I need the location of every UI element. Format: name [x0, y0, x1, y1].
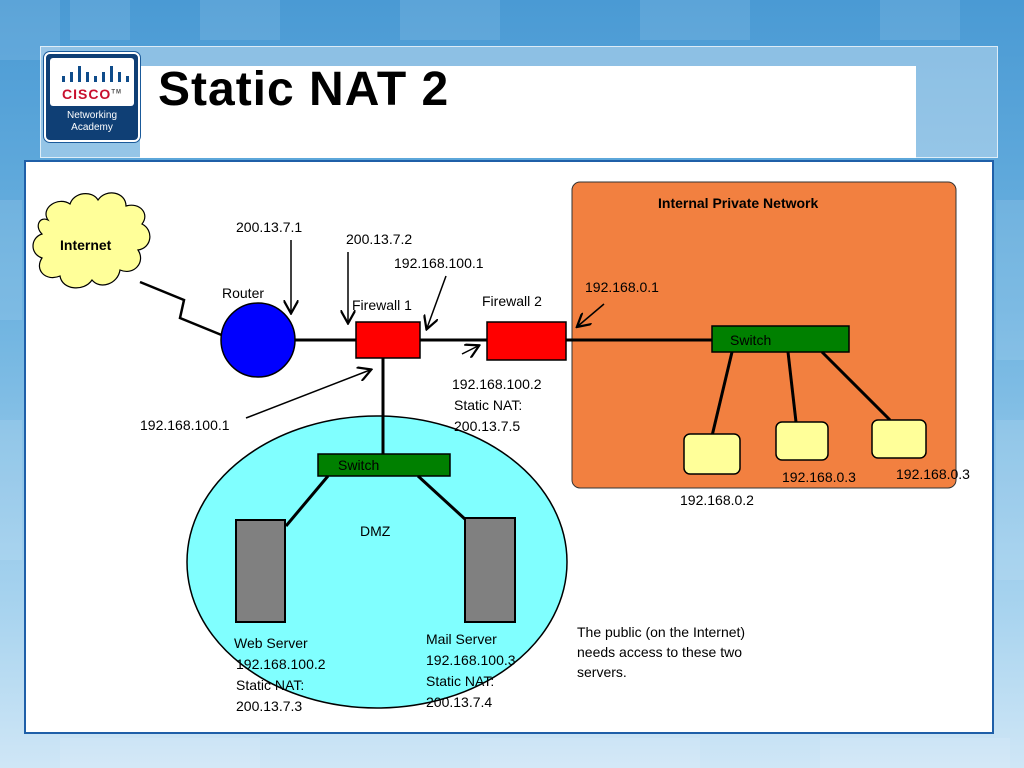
host-2-ip: 192.168.0.3: [782, 469, 856, 485]
logo-trademark: TM: [111, 89, 122, 96]
host-1-icon: [683, 433, 741, 475]
internet-cloud-icon: [32, 192, 151, 289]
logo-brand: CISCOTM: [61, 86, 122, 102]
router-ip-label: 200.13.7.1: [236, 219, 302, 235]
fw1-to-fw2-ip-arrow: [427, 275, 447, 328]
mail-server-ip: 192.168.100.3: [426, 652, 516, 668]
fw1-dmz-ip-arrow: [245, 370, 370, 419]
firewall-1-icon: [355, 321, 421, 359]
host-2-icon: [775, 421, 829, 461]
header-background: [140, 66, 916, 158]
fw1-to-fw2-ip-label: 192.168.100.1: [394, 255, 484, 271]
link-switch-host3: [820, 350, 892, 422]
fw2-outside-ip-label: 192.168.100.2: [452, 376, 542, 392]
web-server-nat-label: Static NAT:: [236, 677, 304, 693]
dmz-label: DMZ: [360, 523, 391, 539]
fw2-outside-ip-arrow: [461, 346, 478, 354]
firewall-1-label: Firewall 1: [352, 297, 412, 313]
logo-top-panel: CISCOTM: [50, 58, 134, 106]
dmz-zone: [186, 415, 568, 709]
router-icon: [220, 302, 296, 378]
mail-server-icon: [464, 517, 516, 623]
link-switch-host2: [786, 351, 798, 423]
fw1-dmz-ip-label: 192.168.100.1: [140, 417, 230, 433]
note-line-2: needs access to these two: [577, 644, 742, 660]
logo-subtitle: Networking Academy: [46, 110, 138, 134]
note-line-1: The public (on the Internet): [577, 624, 745, 640]
private-network-title: Internal Private Network: [658, 195, 818, 211]
link-dmzswitch-mail: [416, 474, 468, 522]
private-switch-icon: [711, 325, 850, 353]
fw2-nat-label: Static NAT:: [454, 397, 522, 413]
slide-title: Static NAT 2: [158, 63, 450, 116]
web-server-ip: 192.168.100.2: [236, 656, 326, 672]
dmz-switch-icon: [317, 453, 451, 477]
fw2-inside-ip-label: 192.168.0.1: [585, 279, 659, 295]
dmz-switch-label: Switch: [338, 457, 379, 473]
web-server-label: Web Server: [234, 635, 308, 651]
fw2-nat-ip: 200.13.7.5: [454, 418, 520, 434]
host-3-icon: [871, 419, 927, 459]
internet-label: Internet: [60, 237, 112, 253]
web-server-icon: [235, 519, 286, 623]
host-3-ip: 192.168.0.3: [896, 466, 970, 482]
firewall-2-label: Firewall 2: [482, 293, 542, 309]
mail-server-label: Mail Server: [426, 631, 497, 647]
link-switch-host1: [710, 351, 734, 437]
fw1-outside-ip-label: 200.13.7.2: [346, 231, 412, 247]
mail-server-nat-label: Static NAT:: [426, 673, 494, 689]
cisco-bars-icon: [62, 66, 129, 82]
host-1-ip: 192.168.0.2: [680, 492, 754, 508]
firewall-2-icon: [486, 321, 567, 361]
cisco-networking-academy-logo: CISCOTM Networking Academy: [44, 52, 140, 142]
wan-link: [139, 280, 225, 338]
logo-line-1: Networking: [66, 110, 118, 121]
fw2-inside-ip-arrow: [578, 303, 605, 326]
link-dmzswitch-web: [284, 475, 330, 527]
logo-line-2: Academy: [71, 122, 113, 133]
router-label: Router: [222, 285, 264, 301]
private-switch-label: Switch: [730, 332, 771, 348]
note-line-3: servers.: [577, 664, 627, 680]
mail-server-nat-ip: 200.13.7.4: [426, 694, 492, 710]
web-server-nat-ip: 200.13.7.3: [236, 698, 302, 714]
